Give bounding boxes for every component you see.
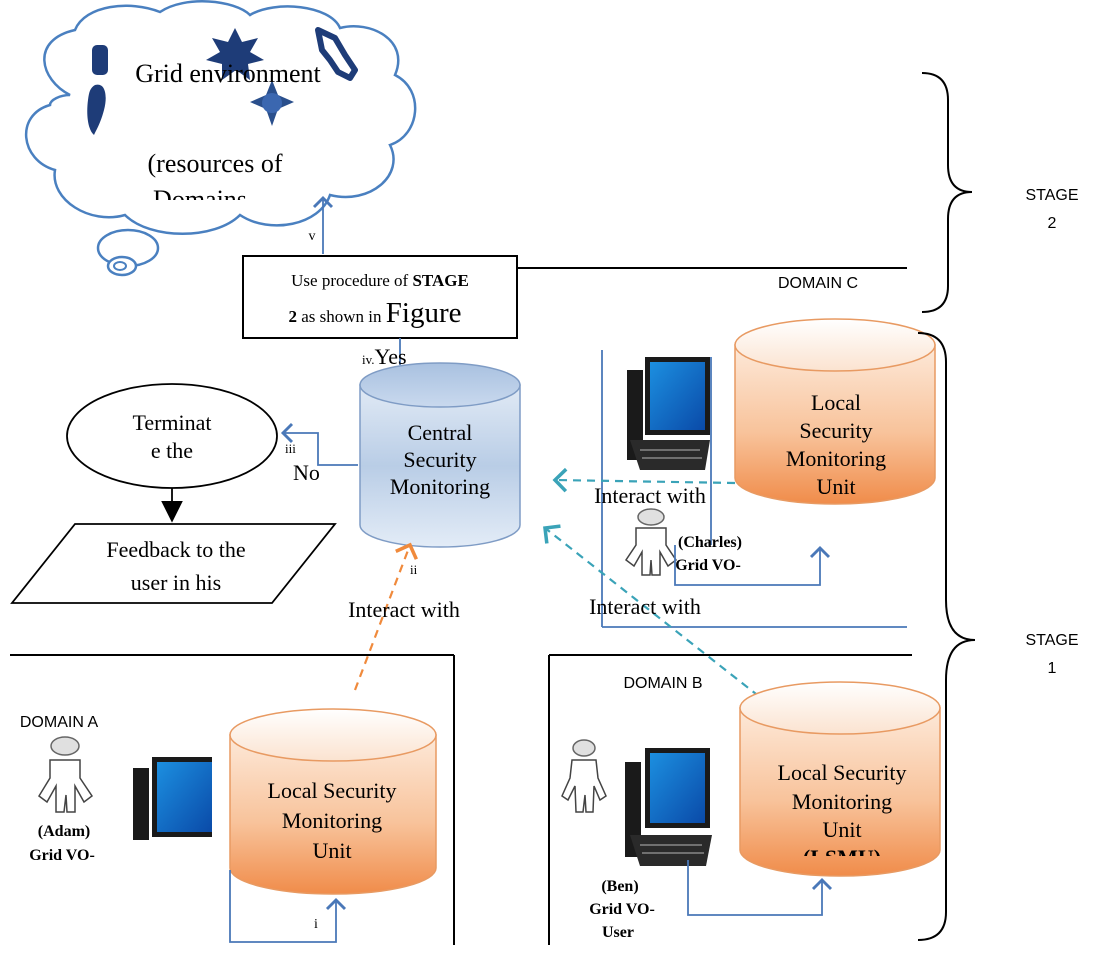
- interact-label-c: Interact with: [594, 483, 706, 508]
- domain-c-lsmu-cylinder: Local Security Monitoring Unit: [734, 318, 936, 505]
- cloud-subtitle: (resources of: [148, 149, 283, 178]
- domain-a-lsmu-label-1: Local Security: [268, 778, 397, 803]
- domain-b-computer-icon: [625, 748, 712, 866]
- domain-c-lsmu-label-1: Local: [811, 390, 861, 415]
- domain-a-user-name: (Adam): [38, 823, 90, 840]
- step-label-ii: ii: [410, 562, 418, 577]
- domain-c-user-role: Grid VO-: [675, 557, 741, 574]
- domain-b-user-name: (Ben): [601, 878, 638, 895]
- terminate-label-1: Terminat: [132, 410, 211, 435]
- network-node-icon: [206, 28, 264, 80]
- domain-a-user-icon: [38, 736, 94, 813]
- stage2-brace: [921, 72, 973, 313]
- central-label-1: Central: [408, 420, 473, 445]
- domain-a-computer-icon: [133, 757, 212, 840]
- domain-c-user-name: (Charles): [678, 534, 742, 551]
- domain-c-lsmu-label-2: Security: [799, 418, 872, 443]
- step-label-i: i: [314, 917, 318, 932]
- svg-text:iv.Yes: iv.Yes: [362, 344, 407, 369]
- domain-a-lsmu-cylinder: Local Security Monitoring Unit: [229, 708, 437, 895]
- domain-a-label: DOMAIN A: [20, 714, 99, 731]
- domain-c-computer-icon: [627, 357, 710, 470]
- answer-yes: Yes: [375, 344, 407, 369]
- stage2-box-text-d: as shown in: [297, 307, 386, 326]
- satellite-icon: [315, 27, 358, 81]
- domain-b-lsmu-label-1: Local Security: [778, 760, 907, 785]
- interact-label-b: Interact with: [589, 594, 701, 619]
- domain-b-user-type: User: [602, 924, 634, 941]
- connector-domain-b: [543, 524, 771, 706]
- stage2-box-text-b: STAGE: [412, 271, 468, 290]
- domain-b-lsmu-label-3: Unit: [822, 817, 861, 842]
- svg-text:Use procedure of STAGE: Use procedure of STAGE: [291, 271, 469, 290]
- domain-b-loop-connector: [687, 860, 833, 916]
- compass-node-icon: [250, 80, 294, 126]
- stage1-label-word: STAGE: [1025, 632, 1078, 649]
- domain-c-lsmu-label-4: Unit: [816, 474, 855, 499]
- domain-b-lsmu-label-2: Monitoring: [792, 789, 892, 814]
- domain-c-user-icon: [624, 508, 678, 576]
- domain-c-label: DOMAIN C: [778, 275, 858, 292]
- stage2-box-text-e: Figure: [386, 297, 462, 329]
- central-label-2: Security: [403, 447, 476, 472]
- stage2-label-word: STAGE: [1025, 187, 1078, 204]
- stage2-box-text-c: 2: [289, 307, 298, 326]
- answer-no: No: [293, 460, 320, 485]
- domain-b-lsmu-label-4: (LSMU): [803, 845, 881, 870]
- stage1-brace: [917, 332, 976, 941]
- terminate-oval: Terminat e the: [66, 383, 278, 489]
- step-label-iii: iii: [285, 441, 296, 456]
- domain-b-lsmu-cylinder: Local Security Monitoring Unit (LSMU): [739, 681, 941, 877]
- cloud-title: Grid environment: [135, 59, 321, 88]
- stage2-label-num: 2: [1048, 215, 1057, 232]
- connector-domain-c: [552, 467, 736, 493]
- domain-c-lsmu-label-3: Monitoring: [786, 446, 886, 471]
- domain-a-lsmu-label-3: Unit: [312, 838, 351, 863]
- domain-b-user-icon: [561, 739, 607, 813]
- domain-b-label: DOMAIN B: [623, 675, 702, 692]
- domain-a-lsmu-label-2: Monitoring: [282, 808, 382, 833]
- svg-text:2 as shown in Figure: 2 as shown in Figure: [289, 297, 462, 329]
- domain-a-loop-connector: [229, 870, 347, 943]
- terminate-label-2: e the: [151, 438, 193, 463]
- grid-environment-cloud: Grid environment (resources of Domains: [24, 0, 417, 277]
- feedback-label-1: Feedback to the: [106, 537, 245, 562]
- stage2-procedure-box: Use procedure of STAGE 2 as shown in Fig…: [242, 255, 518, 339]
- domain-c-loop-connector: [674, 545, 831, 586]
- cloud-subtitle-cut: Domains: [153, 185, 247, 214]
- mobile-device-icon: [87, 84, 106, 135]
- domain-a-user-role: Grid VO-: [29, 847, 95, 864]
- connector-iii: [280, 422, 358, 466]
- server-icon: [92, 45, 108, 75]
- step-label-iv: iv.: [362, 352, 375, 367]
- domain-b-user-role: Grid VO-: [589, 901, 655, 918]
- central-label-3: Monitoring: [390, 474, 490, 499]
- stage2-box-text-a: Use procedure of: [291, 271, 412, 290]
- interact-label-a: Interact with: [348, 597, 460, 622]
- step-label-v: v: [309, 229, 316, 244]
- feedback-label-2: user in his: [131, 570, 221, 595]
- stage1-label-num: 1: [1048, 660, 1057, 677]
- connector-ii-domain-a: [353, 542, 418, 691]
- feedback-parallelogram: Feedback to the user in his: [10, 523, 337, 604]
- central-security-monitoring-cylinder: Central Security Monitoring: [359, 362, 521, 548]
